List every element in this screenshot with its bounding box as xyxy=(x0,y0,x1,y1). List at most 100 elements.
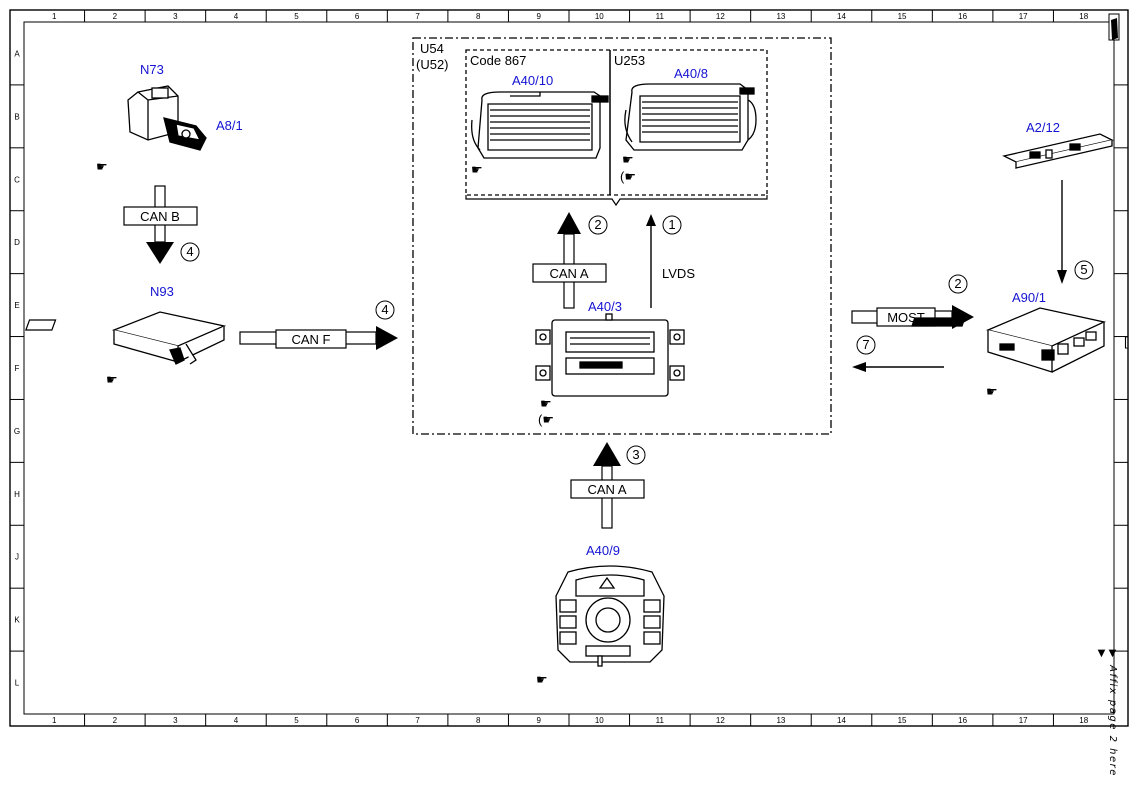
ruler-col-label: 1 xyxy=(52,12,57,21)
can-a-bottom-label: CAN A xyxy=(587,482,626,497)
ruler-row-label: A xyxy=(14,49,20,58)
display-group-brace xyxy=(465,195,768,207)
ruler-col-label: 9 xyxy=(536,716,541,725)
marker-3 xyxy=(626,445,646,465)
ruler-col-label: 16 xyxy=(958,716,967,725)
code867-label: Code 867 xyxy=(470,53,526,68)
can-f-label-box xyxy=(275,329,347,349)
ruler-col-label: 3 xyxy=(173,716,178,725)
marker-5 xyxy=(1074,260,1094,280)
ruler-col-label: 15 xyxy=(898,716,907,725)
lvds-label: LVDS xyxy=(662,266,695,281)
n93-ref-icon: ☛ xyxy=(106,372,118,387)
marker-2-right xyxy=(948,274,968,294)
a40-8-ref-icon-2: (☛ xyxy=(620,169,636,184)
a90-1-label: A90/1 xyxy=(1012,290,1046,305)
a40-9-ref-icon: ☛ xyxy=(536,672,548,687)
can-a-top-arrow xyxy=(557,212,581,309)
a40-10-ref-icon: ☛ xyxy=(471,162,483,177)
ruler-col-label: 13 xyxy=(776,12,785,21)
ruler-col-label: 10 xyxy=(595,716,604,725)
marker-2-right-text: 2 xyxy=(954,276,961,291)
a2-12-antenna-module-icon xyxy=(1002,133,1114,169)
ruler-col-label: 4 xyxy=(234,12,239,21)
ruler-row-label: C xyxy=(14,175,20,184)
can-b-label: CAN B xyxy=(140,209,180,224)
return-arrow-7 xyxy=(852,362,944,372)
a40-9-label: A40/9 xyxy=(586,543,620,558)
n73-ignition-switch-icon xyxy=(127,85,207,151)
a40-3-ref-icon-2: (☛ xyxy=(538,412,554,427)
ruler-row-label: B xyxy=(14,112,19,121)
ruler-row-label: E xyxy=(14,301,19,310)
u52-label: (U52) xyxy=(416,57,449,72)
a40-3-head-unit-icon xyxy=(535,313,685,397)
ruler-col-label: 5 xyxy=(294,716,299,725)
ruler-col-label: 18 xyxy=(1079,716,1088,725)
ruler-col-label: 2 xyxy=(113,12,118,21)
ruler-row-label: H xyxy=(14,490,20,499)
a40-10-display-icon xyxy=(471,91,609,159)
marker-4-left xyxy=(180,242,200,262)
can-a-bottom-label-box xyxy=(570,479,645,499)
a90-1-module-icon xyxy=(911,307,1107,373)
ruler-col-label: 17 xyxy=(1019,716,1028,725)
ruler-col-label: 6 xyxy=(355,716,360,725)
n93-module-icon xyxy=(25,311,227,365)
can-b-label-box xyxy=(123,206,198,226)
n93-label: N93 xyxy=(150,284,174,299)
marker-1-text: 1 xyxy=(668,217,675,232)
ruler-col-label: 1 xyxy=(52,716,57,725)
u54-group-box xyxy=(412,37,832,435)
ruler-row-label: F xyxy=(15,364,20,373)
ruler-col-label: 15 xyxy=(898,12,907,21)
ruler-col-label: 5 xyxy=(294,12,299,21)
marker-2-top xyxy=(588,215,608,235)
a8-1-label: A8/1 xyxy=(216,118,243,133)
marker-2-top-text: 2 xyxy=(594,217,601,232)
a2-12-to-a90-1-arrow xyxy=(1057,180,1067,284)
a2-12-label: A2/12 xyxy=(1026,120,1060,135)
ruler-col-label: 12 xyxy=(716,716,725,725)
ruler-col-label: 6 xyxy=(355,12,360,21)
marker-3-text: 3 xyxy=(632,447,639,462)
ruler-col-label: 14 xyxy=(837,716,846,725)
ruler-col-label: 18 xyxy=(1079,12,1088,21)
ruler-col-label: 12 xyxy=(716,12,725,21)
a40-9-control-panel-icon xyxy=(555,565,665,667)
affix-note: ▼ Affix page 2 here ▼ xyxy=(1096,648,1118,777)
lvds-arrow xyxy=(646,214,656,308)
ruler-row-label: D xyxy=(14,238,20,247)
marker-4-canf-text: 4 xyxy=(381,302,388,317)
marker-4-canf xyxy=(375,300,395,320)
a40-8-label: A40/8 xyxy=(674,66,708,81)
ruler-col-label: 17 xyxy=(1019,12,1028,21)
ruler-row-label: G xyxy=(14,427,20,436)
marker-4-left-text: 4 xyxy=(186,244,193,259)
ruler-row-label: J xyxy=(15,553,19,562)
n73-label: N73 xyxy=(140,62,164,77)
a40-3-ref-icon-1: ☛ xyxy=(540,396,552,411)
a40-8-display-icon xyxy=(624,83,757,151)
ruler-right xyxy=(1114,84,1128,652)
ruler-col-label: 9 xyxy=(536,12,541,21)
a40-10-label: A40/10 xyxy=(512,73,553,88)
ruler-row-label: L xyxy=(15,679,20,688)
a40-8-ref-icon-1: ☛ xyxy=(622,152,634,167)
ruler-col-label: 16 xyxy=(958,12,967,21)
marker-7-text: 7 xyxy=(862,337,869,352)
edge-bracket-icon: [ xyxy=(1124,334,1128,349)
can-a-top-label: CAN A xyxy=(549,266,588,281)
marker-1 xyxy=(662,215,682,235)
n73-ref-icon: ☛ xyxy=(96,159,108,174)
ruler-col-label: 3 xyxy=(173,12,178,21)
u54-label: U54 xyxy=(420,41,444,56)
marker-5-text: 5 xyxy=(1080,262,1087,277)
a40-3-label: A40/3 xyxy=(588,299,622,314)
ruler-col-label: 14 xyxy=(837,12,846,21)
ruler-col-label: 13 xyxy=(776,716,785,725)
